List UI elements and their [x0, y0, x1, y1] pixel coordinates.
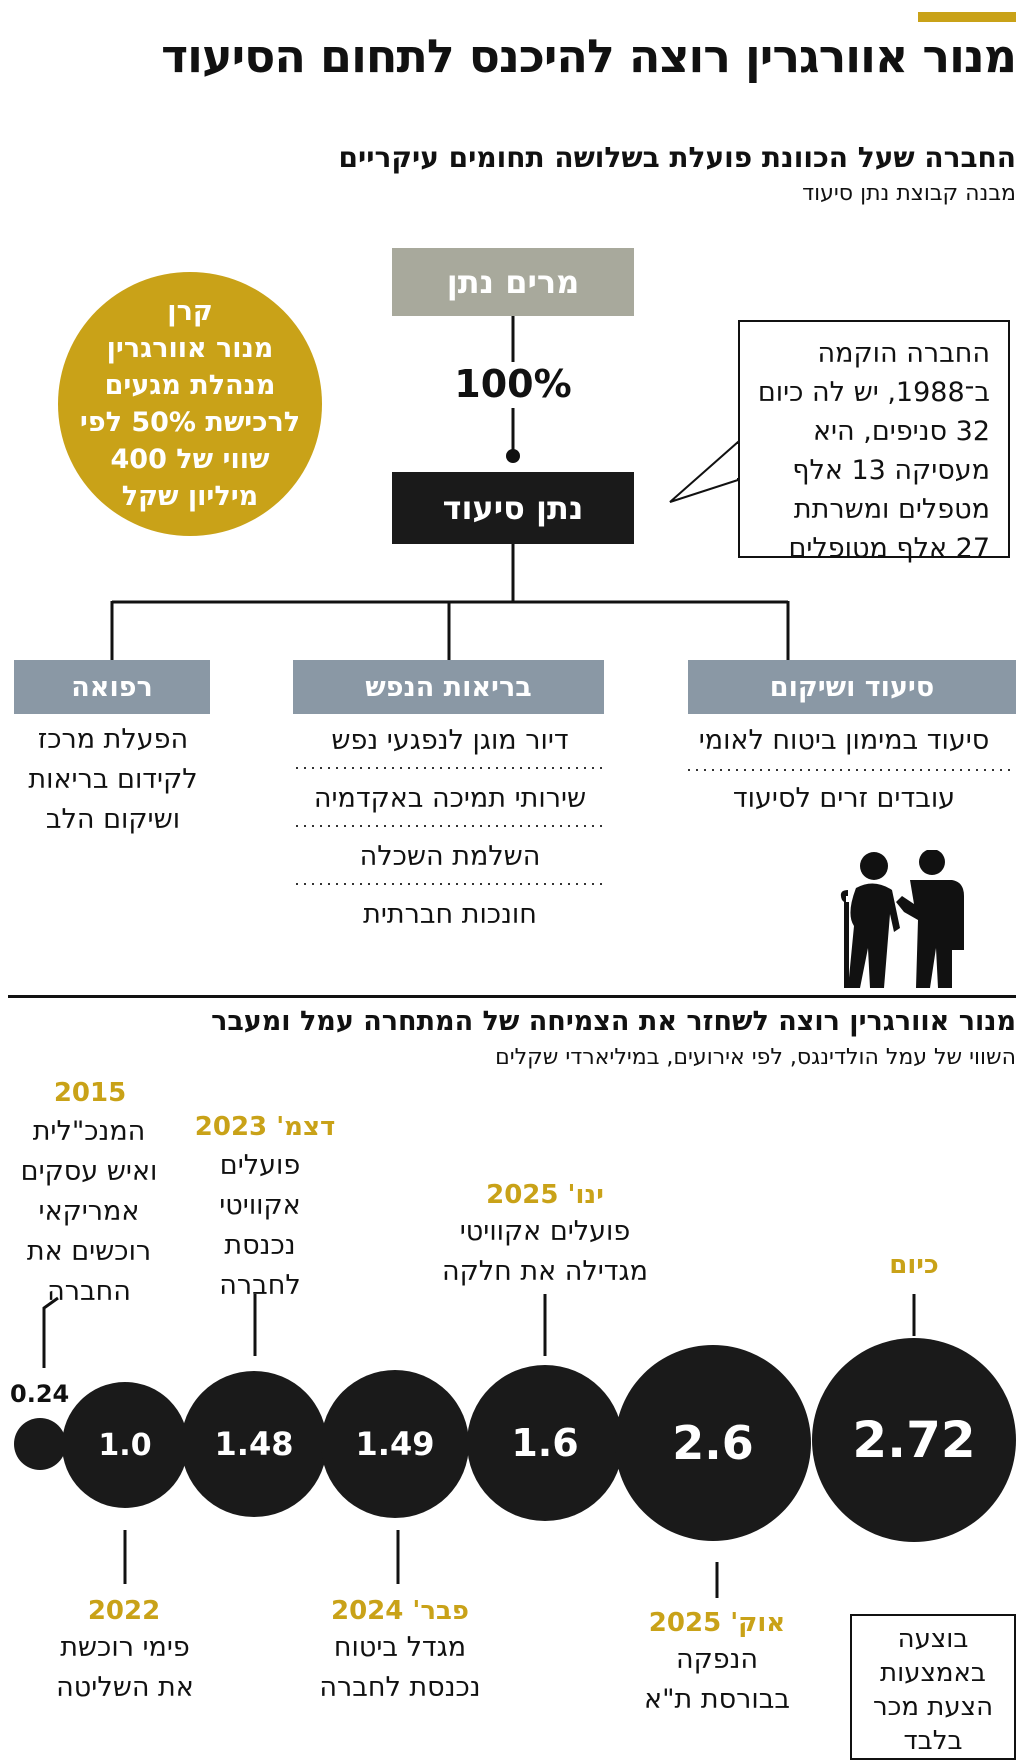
- company-box: נתן סיעוד: [392, 472, 634, 544]
- header-accent-bar: [918, 12, 1016, 22]
- medicine-item: הפעלת מרכז לקידום בריאות ושיקום הלב: [28, 724, 198, 835]
- event-date: 2015: [53, 1078, 127, 1108]
- value-bubble: 1.6: [467, 1365, 623, 1521]
- event-date: כיום: [889, 1250, 939, 1280]
- mental-health-item: השלמת השכלה: [359, 841, 541, 872]
- timeline-caption: השווי של עמל הולדינגס, לפי אירועים, במיל…: [495, 1045, 1016, 1070]
- timeline-title: מנור אוורגרין רוצה לשחזר את הצמיחה של המ…: [211, 1006, 1016, 1037]
- value-bubble: [14, 1418, 66, 1470]
- event-date: 2022: [87, 1596, 161, 1626]
- category-mental-health: בריאות הנפש: [293, 660, 604, 714]
- owner-box: מרים נתן: [392, 248, 634, 316]
- value-bubble: 2.72: [812, 1338, 1016, 1542]
- value-bubble: 1.0: [62, 1382, 188, 1508]
- value-bubble: 1.49: [321, 1370, 469, 1518]
- timeline-connectors: [42, 1294, 916, 1598]
- value-label: 0.24: [10, 1380, 70, 1408]
- offering-note-box: בוצעה באמצעות הצעת מכר בלבד: [850, 1614, 1016, 1760]
- value-bubble: 2.6: [615, 1345, 811, 1541]
- fund-note-circle: קרן מנור אוורגרין מנהלת מגעים לרכישת 50%…: [58, 272, 322, 536]
- value-bubble: 1.48: [181, 1371, 327, 1517]
- elderly-caregiver-icon: [840, 850, 964, 988]
- nursing-item: עובדים זרים לסיעוד: [732, 783, 956, 814]
- event-date: ינו' 2025: [486, 1180, 604, 1210]
- event-text: מגדל ביטוח נכנסת לחברה: [319, 1632, 481, 1703]
- event-date: דצמ' 2023: [194, 1112, 336, 1142]
- section-caption: מבנה קבוצת נתן סיעוד: [802, 181, 1016, 206]
- ownership-percent: 100%: [454, 362, 572, 406]
- event-text: הנפקה בבורסת ת"א: [644, 1644, 790, 1715]
- section-subtitle: החברה שעל הכוונת פועלת בשלושה תחומים עיק…: [338, 141, 1016, 174]
- page-title: מנור אוורגרין רוצה להיכנס לתחום הסיעוד: [161, 29, 1017, 83]
- mental-health-item: דיור מוגן לנפגעי נפש: [331, 725, 569, 756]
- mental-health-item: שירותי תמיכה באקדמיה: [313, 783, 587, 814]
- company-note-callout: החברה הוקמה ב־1988, יש לה כיום 32 סניפים…: [738, 320, 1010, 564]
- category-medicine: רפואה: [14, 660, 210, 714]
- event-text: פימי רוכשת את השליטה: [56, 1632, 194, 1703]
- event-date: פבר' 2024: [331, 1596, 469, 1626]
- event-date: אוק' 2025: [648, 1608, 786, 1638]
- event-text: פועלים אקוויטי נכנסת לחברה: [219, 1150, 301, 1301]
- nursing-item: סיעוד במימון ביטוח לאומי: [698, 725, 990, 756]
- fund-note-text: קרן מנור אוורגרין מנהלת מגעים לרכישת 50%…: [79, 296, 301, 512]
- section-divider: [8, 995, 1016, 998]
- event-text: המנכ"לית ואיש עסקים אמריקאי רוכשים את הח…: [20, 1116, 158, 1307]
- event-text: פועלים אקוויטי מגדילה את חלקה: [442, 1216, 648, 1287]
- category-nursing: סיעוד ושיקום: [688, 660, 1016, 714]
- mental-health-item: חונכות חברתית: [363, 899, 537, 930]
